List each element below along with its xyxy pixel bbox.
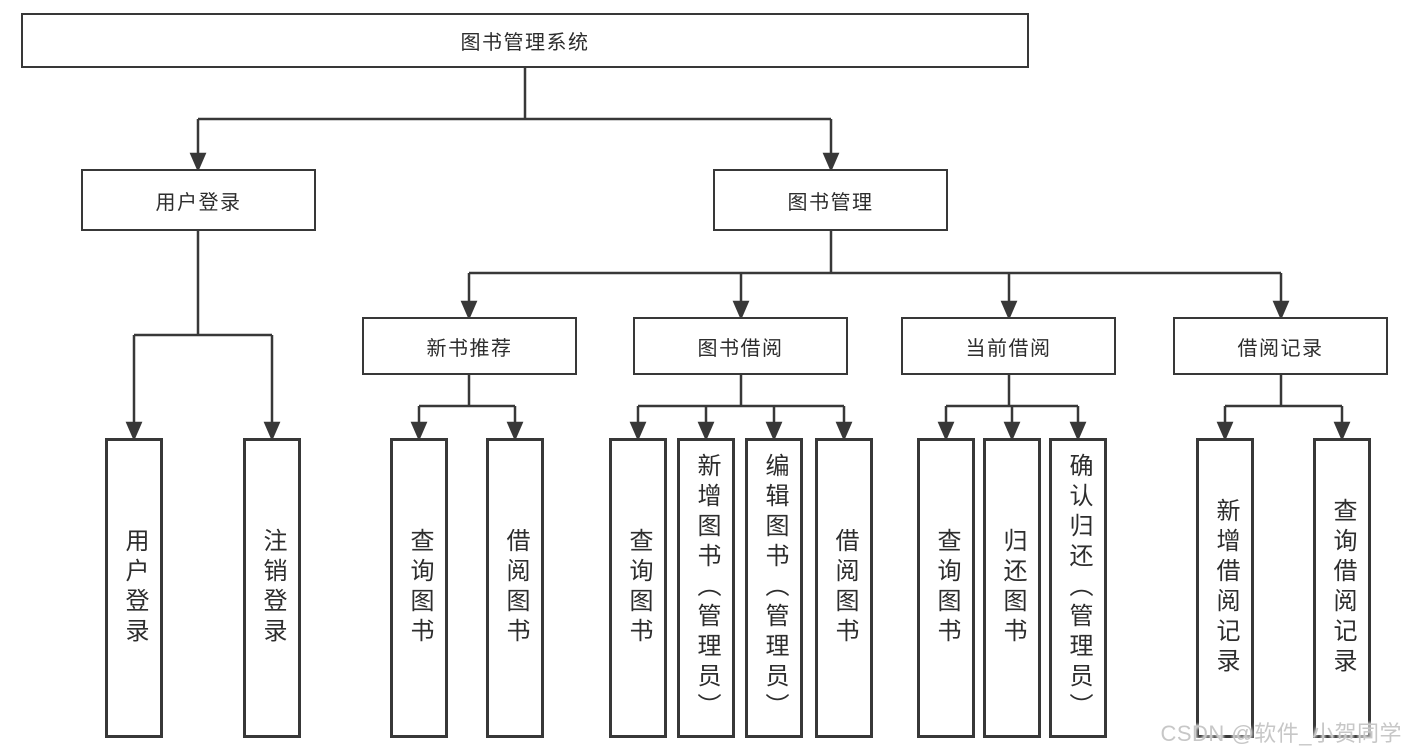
arrow-down-icon — [1333, 421, 1351, 442]
connector-current-borrow-children — [937, 375, 1087, 442]
arrow-down-icon — [822, 152, 840, 173]
arrow-down-icon — [263, 421, 281, 442]
arrow-down-icon — [460, 300, 478, 321]
arrow-down-icon — [1216, 421, 1234, 442]
arrow-down-icon — [410, 421, 428, 442]
leaf-label: 注销登录 — [259, 528, 286, 648]
leaf-label: 查询借阅记录 — [1329, 498, 1356, 678]
leaf-label: 用户登录 — [121, 528, 148, 648]
leaf-borrow-query: 查询图书 — [609, 438, 667, 738]
leaf-label: 查询图书 — [933, 528, 960, 648]
node-book-borrow: 图书借阅 — [633, 317, 848, 375]
arrow-down-icon — [732, 300, 750, 321]
leaf-current-query: 查询图书 — [917, 438, 975, 738]
arrow-down-icon — [189, 152, 207, 173]
leaf-label: 查询图书 — [625, 528, 652, 648]
leaf-label: 确认归还（管理员） — [1065, 453, 1092, 723]
arrow-down-icon — [1003, 421, 1021, 442]
leaf-return-book: 归还图书 — [983, 438, 1041, 738]
arrow-down-icon — [125, 421, 143, 442]
node-user-login: 用户登录 — [81, 169, 316, 231]
arrow-down-icon — [937, 421, 955, 442]
leaf-label: 编辑图书（管理员） — [761, 453, 788, 723]
connector-book-borrow-children — [629, 375, 853, 442]
node-new-books-label: 新书推荐 — [426, 337, 513, 360]
arrow-down-icon — [506, 421, 524, 442]
node-borrow-records-label: 借阅记录 — [1237, 337, 1324, 360]
node-root: 图书管理系统 — [21, 13, 1029, 68]
connector-new-books-children — [410, 375, 524, 442]
node-current-borrow-label: 当前借阅 — [965, 337, 1052, 360]
leaf-borrow-book: 借阅图书 — [815, 438, 873, 738]
leaf-label: 查询图书 — [406, 528, 433, 648]
arrow-down-icon — [697, 421, 715, 442]
arrow-down-icon — [629, 421, 647, 442]
node-user-login-label: 用户登录 — [155, 191, 242, 214]
leaf-borrow-edit-book: 编辑图书（管理员） — [745, 438, 803, 738]
node-root-label: 图书管理系统 — [460, 32, 590, 54]
node-new-books: 新书推荐 — [362, 317, 577, 375]
leaf-new-books-query: 查询图书 — [390, 438, 448, 738]
arrow-down-icon — [1069, 421, 1087, 442]
leaf-logout: 注销登录 — [243, 438, 301, 738]
leaf-label: 新增图书（管理员） — [693, 453, 720, 723]
node-book-management-label: 图书管理 — [787, 191, 874, 214]
node-borrow-records: 借阅记录 — [1173, 317, 1388, 375]
node-current-borrow: 当前借阅 — [901, 317, 1116, 375]
leaf-label: 借阅图书 — [502, 528, 529, 648]
watermark: CSDN @软件_小贺同学 — [1160, 721, 1402, 746]
node-book-management: 图书管理 — [713, 169, 948, 231]
arrow-down-icon — [1000, 300, 1018, 321]
leaf-borrow-add-book: 新增图书（管理员） — [677, 438, 735, 738]
leaf-add-record: 新增借阅记录 — [1196, 438, 1254, 738]
arrow-down-icon — [835, 421, 853, 442]
leaf-confirm-return: 确认归还（管理员） — [1049, 438, 1107, 738]
arrow-down-icon — [1272, 300, 1290, 321]
connector-root-to-level2 — [189, 68, 840, 173]
connector-borrow-records-children — [1216, 375, 1351, 442]
leaf-query-record: 查询借阅记录 — [1313, 438, 1371, 738]
leaf-new-books-borrow: 借阅图书 — [486, 438, 544, 738]
arrow-down-icon — [765, 421, 783, 442]
node-book-borrow-label: 图书借阅 — [697, 337, 784, 360]
leaf-label: 新增借阅记录 — [1212, 498, 1239, 678]
connector-user-login-children — [125, 231, 281, 442]
connector-book-management-children — [460, 231, 1290, 321]
leaf-label: 归还图书 — [999, 528, 1026, 648]
leaf-label: 借阅图书 — [831, 528, 858, 648]
leaf-user-login: 用户登录 — [105, 438, 163, 738]
